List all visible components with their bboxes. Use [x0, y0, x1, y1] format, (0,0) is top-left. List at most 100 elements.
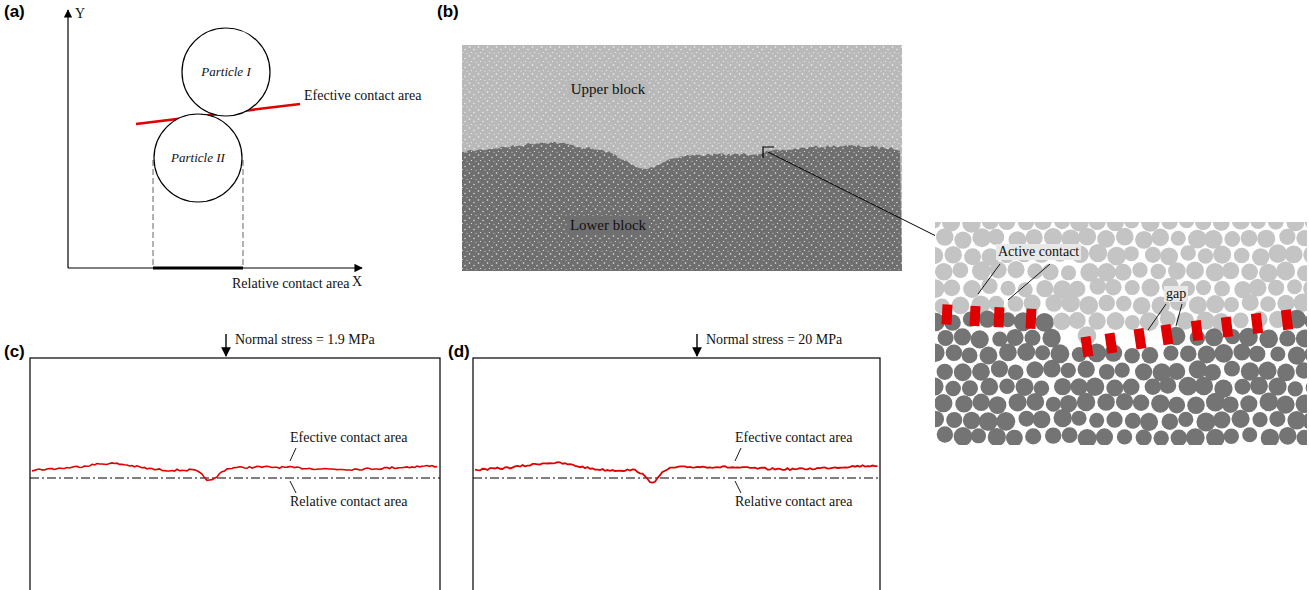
active-contact-mark [1026, 309, 1037, 329]
load-arrow [225, 334, 226, 356]
particle [1303, 245, 1307, 264]
particle [1269, 244, 1288, 263]
particle [1242, 427, 1257, 442]
sample-box [30, 358, 440, 590]
particle [972, 363, 990, 381]
particle [1105, 279, 1121, 295]
particle [1205, 328, 1223, 346]
particle [1224, 428, 1239, 443]
particle [971, 330, 989, 348]
particle [1206, 263, 1224, 281]
particle [1019, 411, 1035, 427]
particle [1206, 429, 1225, 445]
particle [1279, 330, 1295, 346]
particle [1296, 362, 1307, 378]
active-contact-mark [1161, 324, 1174, 345]
particle [1124, 246, 1139, 261]
panel-letter: (a) [4, 2, 25, 22]
particle [1304, 314, 1307, 329]
particle [1133, 395, 1149, 411]
particle [1168, 397, 1185, 414]
particle [1296, 430, 1307, 445]
particle [935, 377, 944, 395]
particle-label: Particle II [171, 150, 225, 166]
particle [1054, 222, 1070, 229]
particle [1252, 412, 1267, 427]
leader-lines [290, 448, 296, 493]
particle-outline [154, 114, 242, 202]
particle [1161, 222, 1177, 230]
particle [1232, 222, 1250, 230]
particle [1259, 264, 1277, 282]
particle [1187, 396, 1205, 414]
particle [1135, 363, 1152, 380]
particle [1078, 228, 1096, 246]
particle [1079, 296, 1098, 315]
particle [1249, 346, 1265, 362]
particle [1124, 348, 1140, 364]
particle [1034, 222, 1052, 230]
particle [1287, 279, 1302, 294]
load-label: Normal stress = 1.9 MPa [235, 332, 375, 348]
particle [944, 246, 961, 263]
particle-circle: Particle I [181, 27, 271, 117]
particle [1222, 262, 1239, 279]
particle [1115, 264, 1132, 281]
particle [1293, 294, 1307, 312]
particle [935, 343, 945, 362]
particle [1162, 413, 1179, 430]
panel-letter: (b) [437, 2, 459, 22]
active-contact-mark [994, 307, 1005, 327]
particle [1269, 411, 1285, 427]
axes [68, 10, 362, 268]
particle [996, 412, 1015, 431]
particle [1018, 222, 1035, 230]
particle [1196, 413, 1215, 432]
particle [1214, 281, 1230, 297]
particle [1276, 396, 1294, 414]
particle [1279, 229, 1295, 245]
particle [1036, 280, 1053, 297]
reference-line [30, 478, 440, 479]
particle [1106, 412, 1122, 428]
block-label: Upper block [568, 81, 649, 98]
block-region: Upper block [558, 78, 658, 100]
particle [1089, 278, 1106, 295]
particle [1189, 360, 1207, 378]
particle-label: Particle I [201, 64, 250, 80]
annotation: Efective contact area [304, 88, 421, 104]
particle [1151, 394, 1169, 412]
particle [999, 379, 1014, 394]
particle [1258, 362, 1276, 380]
particle [1016, 378, 1034, 396]
particle [1035, 345, 1050, 360]
particle [938, 330, 954, 346]
particle [935, 247, 943, 264]
particle [1000, 281, 1015, 296]
particle [1306, 379, 1307, 396]
particle [1179, 222, 1195, 228]
particle [1026, 361, 1043, 378]
particle [1007, 261, 1024, 278]
particle [1249, 279, 1267, 297]
block-region: Lower block [558, 214, 658, 236]
particle [988, 428, 1006, 445]
zoom-leader [768, 152, 936, 236]
particle [1304, 346, 1307, 363]
particle [1296, 330, 1307, 348]
particle [1213, 222, 1230, 231]
particle [1252, 248, 1269, 265]
particle [962, 347, 978, 363]
active-contact-mark [1251, 313, 1263, 334]
active-contact-mark [1281, 309, 1293, 330]
particle [1045, 295, 1062, 312]
particle [935, 263, 953, 281]
annotation: gap [1164, 286, 1188, 302]
particle [1297, 265, 1307, 281]
particle [1098, 295, 1115, 312]
axis-label: X [352, 274, 362, 290]
annotation: Relative contact area [735, 494, 852, 510]
particle [1097, 393, 1114, 410]
particle [1133, 297, 1151, 315]
particle [1025, 428, 1041, 444]
